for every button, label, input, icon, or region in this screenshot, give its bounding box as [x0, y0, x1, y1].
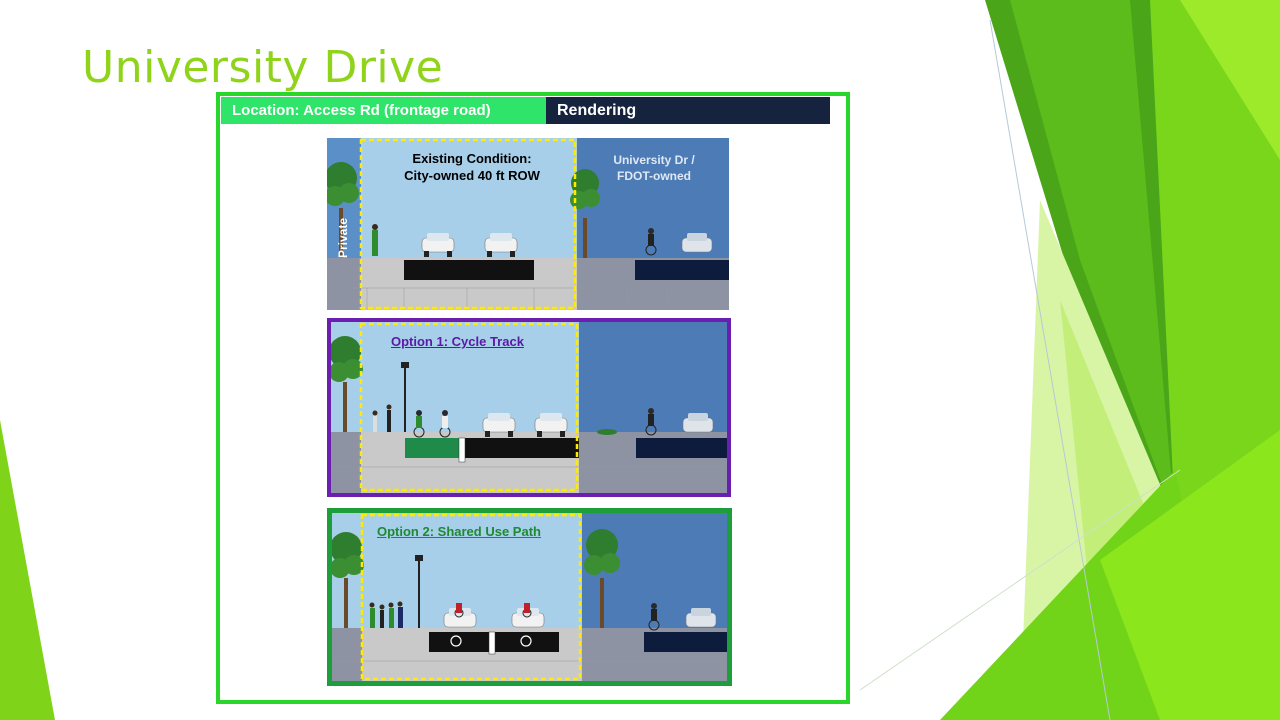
- option1-panel: Option 1: Cycle Track: [327, 318, 731, 497]
- existing-cross-section: [327, 138, 729, 310]
- car-icon: [421, 233, 455, 257]
- private-label: Private: [336, 217, 350, 258]
- street-light-icon: [401, 362, 409, 432]
- option2-panel: Option 2: Shared Use Path: [327, 508, 732, 686]
- tree-icon: [332, 532, 364, 628]
- option1-cross-section: [331, 322, 727, 493]
- pedestrian-group-icon: [369, 601, 403, 628]
- tree-icon: [327, 162, 359, 258]
- car-icon: [484, 233, 518, 257]
- tree-icon: [570, 169, 600, 258]
- fdot-label-line1: University Dr /: [613, 153, 695, 167]
- tree-icon: [584, 529, 620, 628]
- pedestrian-icon: [372, 404, 392, 432]
- existing-title-line1: Existing Condition:: [412, 151, 532, 166]
- option2-title: Option 2: Shared Use Path: [377, 524, 541, 539]
- street-light-icon: [415, 555, 423, 628]
- car-icon: [482, 413, 516, 437]
- cyclist-icon: [439, 410, 451, 438]
- car-icon: [685, 608, 717, 628]
- cyclist-icon: [648, 603, 660, 631]
- tree-icon: [331, 336, 363, 432]
- shrub-icon: [597, 429, 617, 435]
- car-icon: [681, 233, 713, 253]
- rendering-label: Rendering: [546, 97, 830, 124]
- pedestrian-icon: [372, 224, 378, 256]
- cyclist-icon: [645, 408, 657, 436]
- cyclist-icon: [522, 603, 532, 618]
- existing-title-line2: City-owned 40 ft ROW: [404, 168, 540, 183]
- fdot-label: University Dr / FDOT-owned: [589, 152, 719, 184]
- cyclist-icon: [413, 410, 425, 438]
- existing-title: Existing Condition: City-owned 40 ft ROW: [387, 150, 557, 184]
- cyclist-icon: [454, 603, 464, 618]
- car-icon: [534, 413, 568, 437]
- option1-title: Option 1: Cycle Track: [391, 334, 524, 349]
- location-label: Location: Access Rd (frontage road): [221, 97, 546, 124]
- slide-title: University Drive: [82, 42, 444, 93]
- cyclist-icon: [645, 228, 657, 256]
- option2-cross-section: [332, 513, 727, 681]
- car-icon: [682, 413, 714, 433]
- sharrow-icon: [450, 635, 532, 647]
- fdot-label-line2: FDOT-owned: [617, 169, 691, 183]
- existing-condition-panel: Existing Condition: City-owned 40 ft ROW…: [327, 138, 729, 310]
- car-icon: [511, 608, 545, 628]
